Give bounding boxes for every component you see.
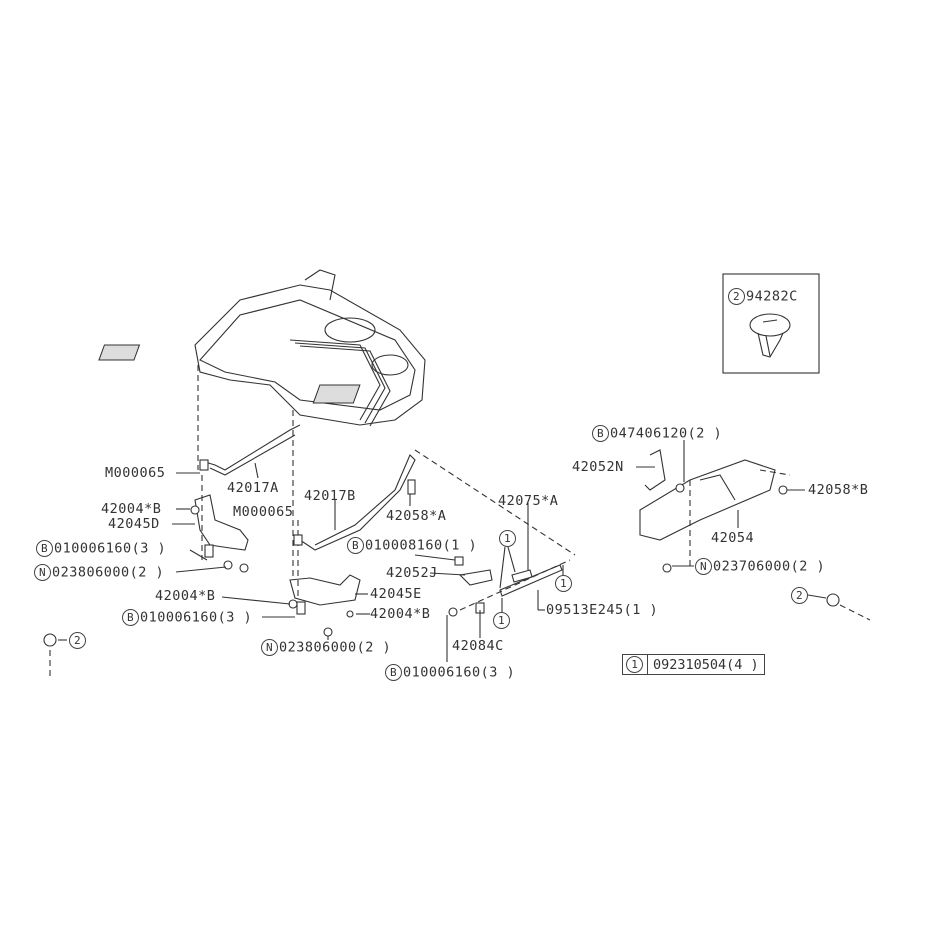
tank-straps	[204, 424, 416, 551]
note-box: 1 092310504(4 )	[622, 654, 765, 675]
label-42017B[interactable]: 42017B	[304, 488, 356, 504]
part-number: 047406120(2 )	[610, 425, 723, 442]
ref-circle: 2	[69, 632, 86, 649]
part-number: 023706000(2 )	[713, 558, 826, 575]
bolt-ref: B	[385, 664, 402, 681]
label-42052N[interactable]: 42052N	[572, 459, 624, 475]
bracket-42045E	[289, 574, 361, 606]
label-42045E[interactable]: 42045E	[370, 586, 422, 602]
nut-ref: N	[261, 639, 278, 656]
ref-circle: 2	[728, 288, 745, 305]
part-number: 023806000(2 )	[279, 639, 392, 656]
label-42004B-c[interactable]: 42004*B	[370, 606, 431, 622]
label-42045D[interactable]: 42045D	[108, 516, 160, 532]
fuel-tank	[98, 269, 426, 427]
part-number: 010006160(3 )	[140, 609, 253, 626]
ref-callout-2: 2	[69, 632, 87, 649]
label-42004B-b[interactable]: 42004*B	[155, 588, 216, 604]
fasteners	[43, 459, 840, 647]
guide-lines	[49, 365, 871, 680]
label-42084C[interactable]: 42084C	[452, 638, 504, 654]
label-42058B[interactable]: 42058*B	[808, 482, 869, 498]
ref-callout-1: 1	[555, 575, 573, 592]
label-42017A[interactable]: 42017A	[227, 480, 279, 496]
ref-callout-2: 2	[791, 587, 809, 604]
bracket-42052J	[458, 569, 493, 586]
bolt-ref: B	[592, 425, 609, 442]
label-42052J[interactable]: 42052J	[386, 565, 438, 581]
pipe-09513E245	[499, 564, 563, 597]
label-42054[interactable]: 42054	[711, 530, 755, 546]
label-09513E245[interactable]: 09513E245(1 )	[546, 602, 659, 618]
heat-shield-42054	[639, 459, 776, 541]
label-42004B-a[interactable]: 42004*B	[101, 501, 162, 517]
ref-circle: 1	[499, 530, 516, 547]
nut-ref: N	[34, 564, 51, 581]
label-42075A[interactable]: 42075*A	[498, 493, 559, 509]
ref-callout-1: 1	[499, 530, 517, 547]
nut-ref: N	[695, 558, 712, 575]
note-part-number: 092310504(4 )	[653, 656, 759, 673]
bolt-ref: B	[36, 540, 53, 557]
ref-circle: 1	[555, 575, 572, 592]
leader-lines	[58, 440, 827, 662]
bolt-ref: B	[347, 537, 364, 554]
label-M000065-b[interactable]: M000065	[233, 504, 294, 520]
label-M000065-a[interactable]: M000065	[105, 465, 166, 481]
bolt-ref: B	[122, 609, 139, 626]
part-number: 010008160(1 )	[365, 537, 478, 554]
ref-callout-1: 1	[493, 612, 511, 629]
ref-circle: 1	[493, 612, 510, 629]
clip-94282C-drawing	[749, 313, 791, 358]
ref-circle: 2	[791, 587, 808, 604]
part-number: 010006160(3 )	[54, 540, 167, 557]
part-number: 94282C	[746, 288, 798, 305]
part-number: 023806000(2 )	[52, 564, 165, 581]
bracket-42052N	[644, 449, 666, 491]
inset-box	[722, 273, 820, 374]
part-number: 010006160(3 )	[403, 664, 516, 681]
label-42058A[interactable]: 42058*A	[386, 508, 447, 524]
ref-circle: 1	[626, 656, 643, 673]
bracket-42045D	[194, 494, 249, 551]
